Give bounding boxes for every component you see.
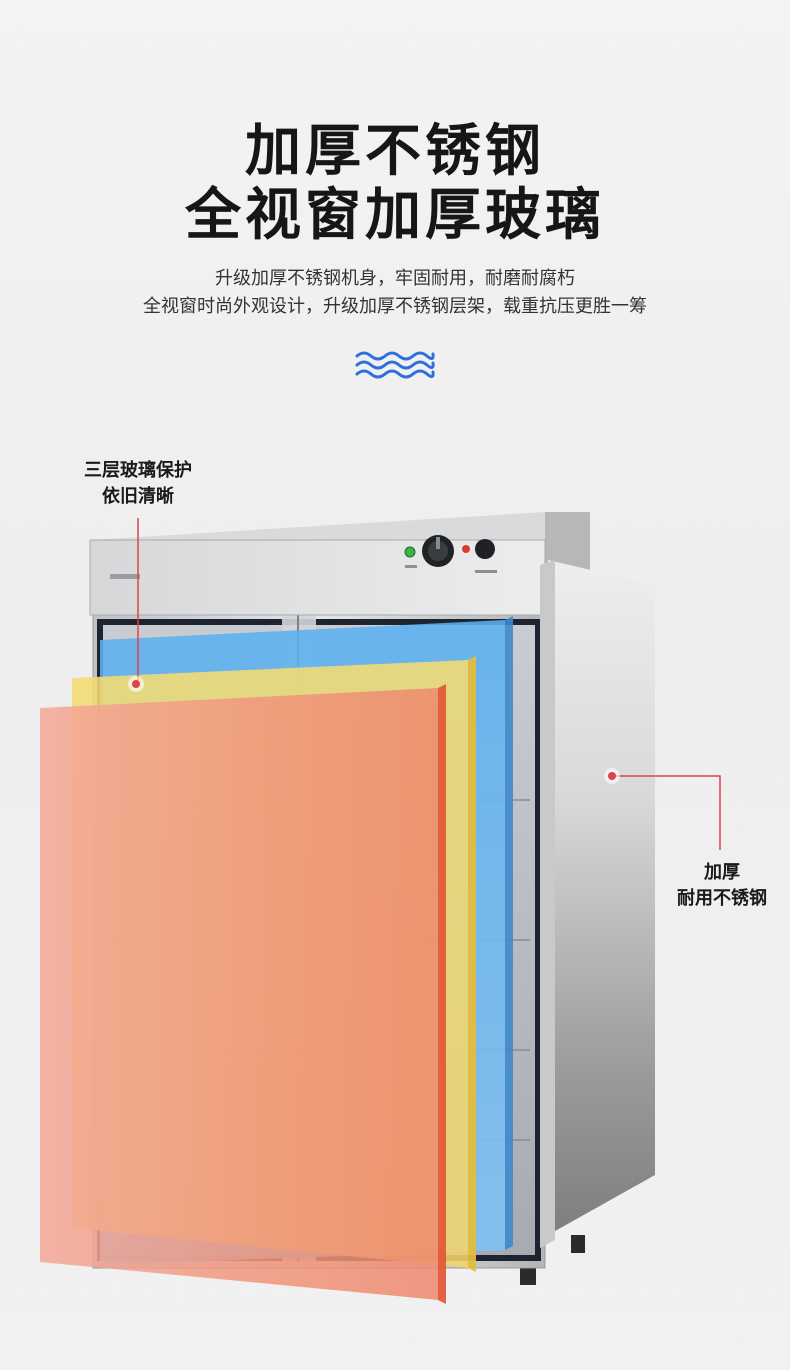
glass-callout-line-2: 依旧清晰: [102, 486, 174, 508]
steel-callout-leader: [604, 768, 721, 850]
glass-callout-line-1: 三层玻璃保护: [84, 460, 192, 481]
subheading-line-2: 全视窗时尚外观设计，升级加厚不锈钢层架，载重抗压更胜一筹: [143, 296, 647, 317]
subheading-line-1: 升级加厚不锈钢机身，牢固耐用，耐磨耐腐朽: [215, 268, 575, 289]
heading-line-1: 加厚不锈钢: [245, 119, 545, 184]
steel-callout: 加厚 耐用不锈钢: [642, 860, 790, 912]
glass-callout: 三层玻璃保护 依旧清晰: [58, 458, 218, 510]
heading-line-2: 全视窗加厚玻璃: [185, 183, 605, 248]
steel-callout-line-1: 加厚: [704, 862, 740, 883]
glass-callout-leader: [128, 518, 144, 692]
orange-glass-layer: [40, 684, 446, 1304]
wave-icon: [355, 351, 435, 379]
steel-callout-line-2: 耐用不锈钢: [677, 888, 767, 910]
